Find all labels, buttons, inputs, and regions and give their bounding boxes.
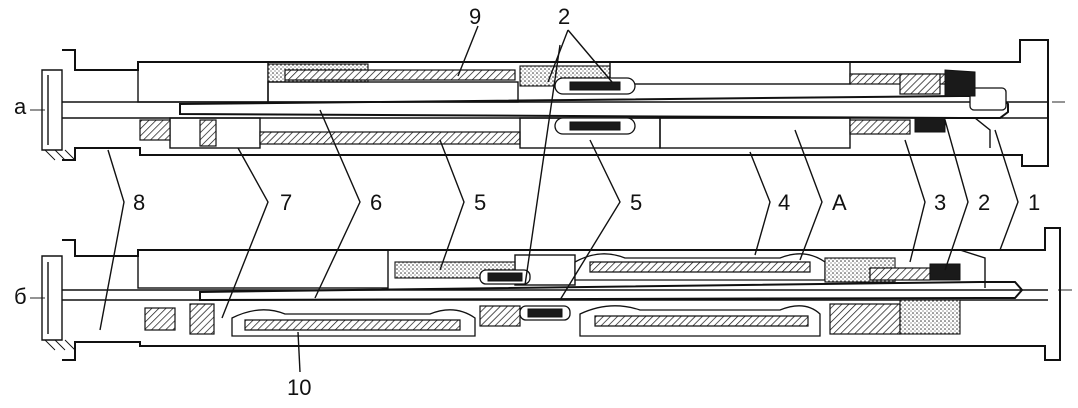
- bellows-right-b: [579, 305, 821, 337]
- callout-5-left: 5: [474, 190, 486, 215]
- callout-10: 10: [287, 375, 311, 400]
- callout-7: 7: [280, 190, 292, 215]
- callout-5-right: 5: [630, 190, 642, 215]
- view-label-b: б: [14, 284, 27, 309]
- bellows-lower-b: [231, 309, 476, 337]
- callout-4: 4: [778, 190, 790, 215]
- callout-a: A: [832, 190, 847, 215]
- bellows-upper-b: [574, 253, 826, 281]
- callout-6: 6: [370, 190, 382, 215]
- callout-2-top: 2: [558, 4, 570, 29]
- spring-upper-a: [554, 77, 636, 95]
- spring-upper-b: [479, 269, 531, 285]
- leader-lines: [30, 25, 1072, 373]
- view-b-assembly: [41, 227, 1061, 361]
- spring-lower-a: [554, 117, 636, 135]
- callout-3: 3: [934, 190, 946, 215]
- view-label-a: а: [14, 94, 27, 119]
- callout-8: 8: [133, 190, 145, 215]
- spring-lower-b: [519, 305, 571, 321]
- callout-2-right: 2: [978, 190, 990, 215]
- view-a-assembly: [41, 39, 1049, 167]
- callout-9: 9: [469, 4, 481, 29]
- callout-1: 1: [1028, 190, 1040, 215]
